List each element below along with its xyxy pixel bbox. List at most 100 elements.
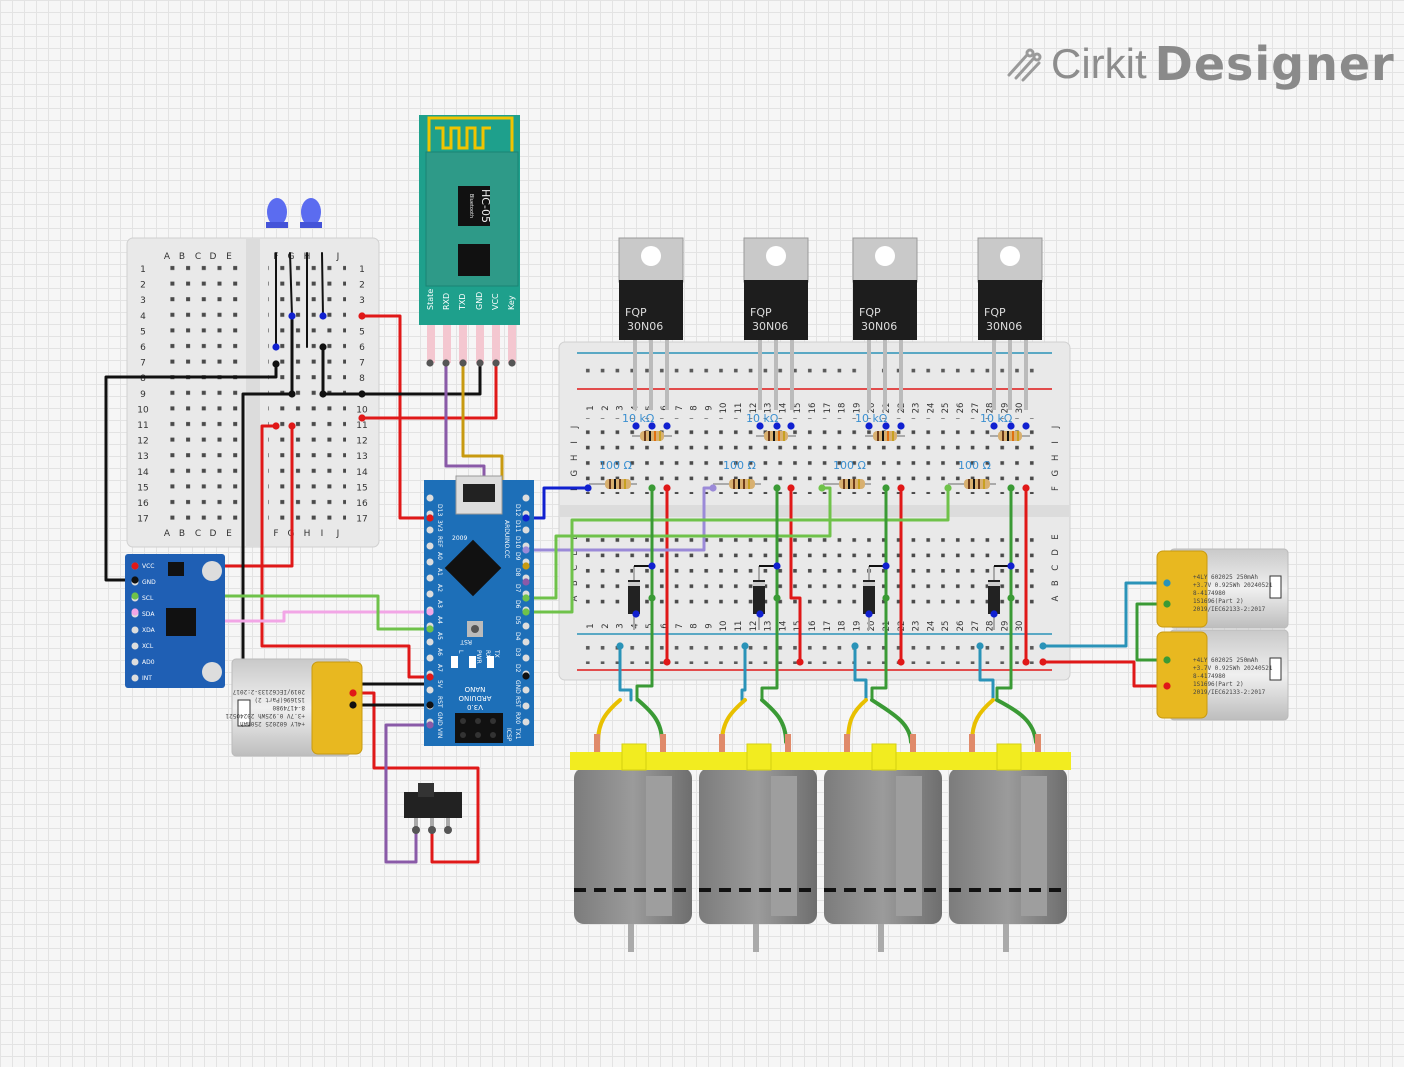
pin-dot — [131, 562, 139, 570]
pin-dot — [1039, 642, 1047, 650]
wire-teal-m4[interactable] — [978, 644, 995, 702]
pin-dot — [648, 484, 656, 492]
lbb-row-label: D — [1051, 549, 1061, 556]
wire-black-hc05-gnd[interactable] — [360, 363, 482, 396]
wire-green-m3[interactable] — [870, 486, 888, 702]
resistor-100[interactable]: 100 Ω — [713, 459, 761, 489]
mpu6050-module[interactable]: VCC GND SCL SDA XDA XCL AD0 INT — [125, 554, 225, 688]
diode[interactable] — [988, 565, 1010, 630]
wire-teal-m1[interactable] — [618, 644, 633, 702]
arduino-nano[interactable]: ARDUINO NANO V3.0 ARDUINO.CC 2009 RST IC… — [424, 475, 534, 746]
resistor-10k[interactable]: 10 kΩ — [622, 412, 672, 441]
wire-lightgreen-d6[interactable] — [524, 486, 832, 600]
pin-dot — [444, 826, 452, 834]
sbb-col-f-b: F — [273, 529, 278, 539]
sbb-row-label: 6 — [359, 343, 365, 353]
wire-black-gnd-mpu[interactable] — [104, 362, 278, 582]
resistor-100[interactable]: 100 Ω — [589, 459, 637, 489]
wire-blue-d11[interactable] — [524, 486, 590, 520]
arduino-pin-label: D6 — [514, 600, 521, 609]
resistor-10k[interactable]: 10 kΩ — [746, 412, 796, 441]
arduino-pin-label: D4 — [514, 632, 521, 641]
led-1[interactable] — [266, 198, 288, 228]
pin-dot — [944, 484, 952, 492]
mpu-pin-ad0: AD0 — [142, 659, 155, 666]
pin-dot — [851, 642, 859, 650]
wire-lightgreen-d5[interactable] — [524, 486, 950, 614]
led-2[interactable] — [300, 198, 322, 228]
sbb-col-j: J — [336, 252, 340, 262]
wire-red-mosfet2[interactable] — [789, 486, 802, 664]
battery-left[interactable]: +4LY 602025 250mAh +3.7V 0.925Wh 2024052… — [225, 658, 363, 757]
wire-purple-vin-switch[interactable] — [384, 723, 432, 864]
diode[interactable] — [753, 565, 775, 630]
lbb-col-label: 9 — [704, 623, 714, 628]
wire-green-m1[interactable] — [635, 486, 654, 702]
diode[interactable] — [863, 565, 885, 630]
wire-green-m4[interactable] — [995, 486, 1013, 702]
resistor-10k[interactable]: 10 kΩ — [980, 412, 1030, 441]
arduino-pin-label: D5 — [514, 616, 521, 625]
wire-green-scl[interactable] — [133, 594, 432, 631]
battery-right-1[interactable]: +4LY 602025 250mAh +3.7V 0.925Wh 2024052… — [1156, 548, 1289, 629]
resistor-10k[interactable]: 10 kΩ — [855, 412, 905, 441]
resistors[interactable]: 10 kΩ 10 kΩ 10 kΩ 10 kΩ 100 Ω 100 Ω 100 Ω 100 Ω — [589, 412, 1030, 489]
pin-dot — [787, 422, 795, 430]
lbb-col-label: 19 — [852, 403, 862, 414]
diode[interactable] — [628, 565, 650, 630]
wire-red-battery-right[interactable] — [1041, 660, 1169, 688]
wire-red-led-5v[interactable] — [260, 424, 432, 679]
resistor-100[interactable]: 100 Ω — [823, 459, 871, 489]
large-breadboard[interactable]: 1122334455667788991010111112121313141415… — [558, 341, 1071, 681]
dc-motor[interactable] — [695, 734, 821, 952]
dc-motor[interactable] — [945, 734, 1071, 952]
slide-switch[interactable] — [404, 783, 462, 834]
pin-dot — [272, 360, 280, 368]
hc05-module[interactable]: HC-05 Bluetooth State RXD TXD GND VCC Ke… — [419, 115, 520, 363]
pin-dot — [522, 562, 530, 570]
wire-teal-battery[interactable] — [1041, 581, 1169, 648]
wire-teal-m3[interactable] — [853, 644, 868, 702]
lbb-col-label: 1 — [586, 623, 596, 628]
wire-red-battery-switch[interactable] — [351, 691, 480, 864]
lbb-col-label: 13 — [764, 403, 774, 414]
arduino-label-ard: ARDUINO — [458, 694, 491, 702]
arduino-pin-label: A1 — [436, 568, 443, 576]
led2-lead2 — [321, 252, 324, 317]
sbb-col-h-b: H — [304, 529, 311, 539]
resistor-100[interactable]: 100 Ω — [948, 459, 996, 489]
lbb-col-label: 11 — [734, 403, 744, 414]
arduino-label-icsp: ICSP — [505, 728, 512, 742]
wire-green-m2[interactable] — [760, 486, 779, 702]
lbb-col-label: 30 — [1015, 621, 1025, 632]
dc-motor[interactable] — [570, 734, 696, 952]
pin-dot — [131, 592, 139, 600]
arduino-label-year: 2009 — [452, 535, 467, 542]
pin-dot — [522, 594, 530, 602]
battery-right-2[interactable]: +4LY 602025 250mAh +3.7V 0.925Wh 2024052… — [1156, 629, 1289, 721]
diodes[interactable] — [628, 565, 1010, 630]
sbb-row-label: 11 — [356, 421, 367, 431]
bat-r1-line1: +4LY 602025 250mAh — [1193, 574, 1258, 581]
pin-dot — [476, 359, 484, 367]
lbb-col-label: 23 — [912, 403, 922, 414]
pin-dot — [1163, 682, 1171, 690]
wire-teal-m2[interactable] — [740, 644, 747, 702]
sbb-col-a-b: A — [164, 529, 171, 539]
wire-green-battery-link[interactable] — [1135, 602, 1169, 662]
wire-red-hc05-vcc[interactable] — [360, 363, 498, 420]
pin-dot — [990, 422, 998, 430]
arduino-pin-label: RST — [436, 696, 443, 708]
bat-left-line3: 8-4174980 — [272, 704, 305, 711]
dc-motor[interactable] — [820, 734, 946, 952]
sbb-row-label: 8 — [140, 374, 146, 384]
lbb-col-label: 10 — [719, 403, 729, 414]
lbb-col-label: 10 — [719, 621, 729, 632]
motors[interactable] — [570, 734, 1071, 952]
